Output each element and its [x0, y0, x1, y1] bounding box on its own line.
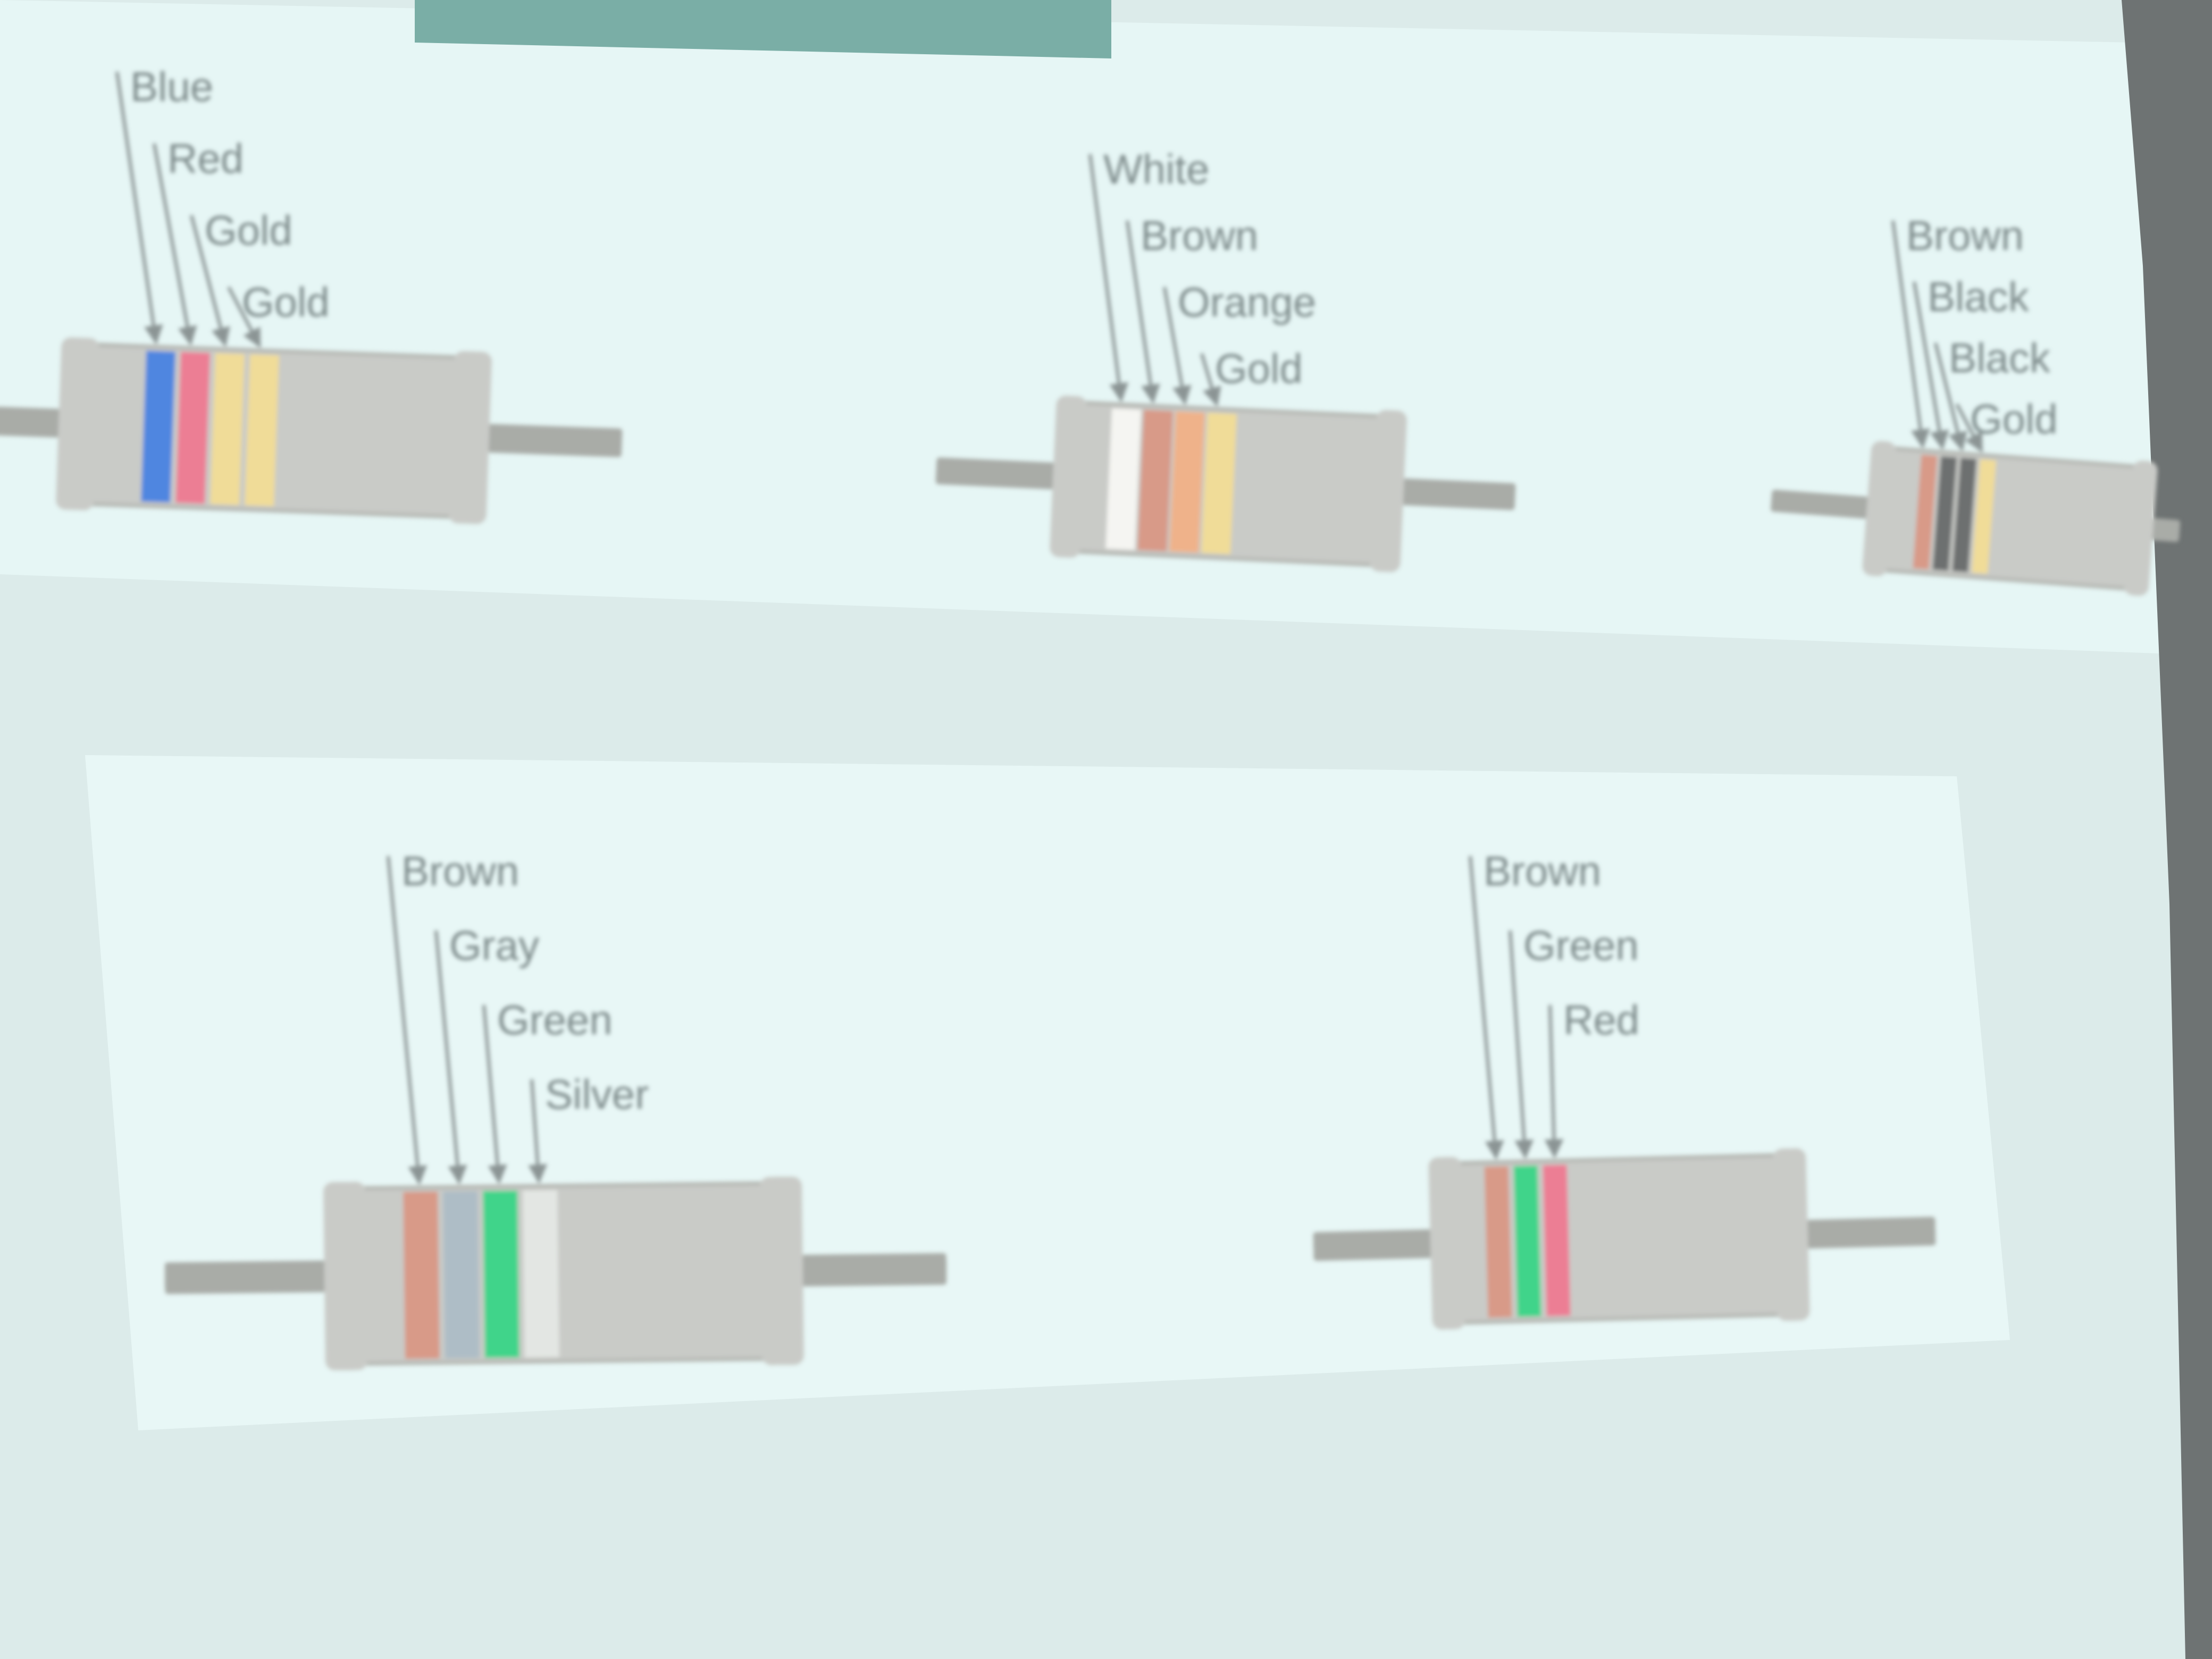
band-label: Orange: [1178, 279, 1316, 325]
band-label: Blue: [130, 63, 213, 110]
band-black: [1952, 457, 1977, 573]
band-label: Gold: [1215, 345, 1303, 392]
band-gold: [1201, 413, 1237, 555]
band-arrow: [387, 856, 428, 1185]
resistor-lead-left: [1771, 490, 1883, 520]
resistor-cap-left: [1862, 441, 1896, 576]
resistor-cap-right: [759, 1176, 804, 1365]
band-silver: [523, 1190, 559, 1358]
band-arrow: [153, 143, 197, 346]
resistor-lead-right: [1791, 1217, 1936, 1249]
band-orange: [1169, 411, 1205, 553]
band-red: [175, 351, 211, 504]
band-label: Red: [167, 135, 244, 182]
resistor-cap-right: [1370, 410, 1407, 572]
resistor-cap-right: [1773, 1148, 1810, 1321]
band-gold: [1972, 459, 1997, 574]
band-arrow: [1955, 403, 1983, 453]
band-arrow: [1509, 930, 1534, 1159]
band-gray: [443, 1191, 480, 1359]
band-arrow: [1200, 353, 1221, 407]
band-label: Green: [1523, 922, 1639, 969]
band-label: Brown: [1484, 848, 1601, 894]
band-arrow: [1913, 281, 1949, 450]
resistor-cap-right: [448, 351, 492, 524]
band-label: Gray: [449, 922, 539, 969]
band-white: [1105, 408, 1142, 550]
band-label: Black: [1949, 334, 2051, 381]
band-arrow: [1163, 287, 1192, 406]
screen-edge: [2122, 0, 2212, 1659]
band-green: [1513, 1165, 1541, 1317]
band-arrow: [227, 286, 262, 348]
resistor-cap-left: [323, 1182, 368, 1371]
band-arrow: [1088, 154, 1129, 403]
band-arrow: [1544, 1004, 1564, 1159]
band-brown: [1913, 455, 1938, 569]
band-label: Gold: [205, 207, 292, 254]
band-arrow: [190, 215, 230, 347]
resistor-lead-right: [786, 1253, 947, 1287]
band-label: Gold: [242, 279, 330, 325]
resistor-cap-left: [1050, 396, 1087, 558]
resistor-lead-left: [164, 1260, 341, 1294]
resistor-lead-right: [473, 423, 623, 457]
resistor-lead-left: [1313, 1229, 1447, 1261]
resistor-body: [1866, 446, 2154, 591]
band-label: Black: [1928, 273, 2030, 320]
band-blue: [141, 350, 176, 503]
resistor-lead-right: [1387, 477, 1516, 510]
band-label: Gold: [1970, 396, 2058, 442]
band-gold: [245, 354, 279, 507]
teal-header-bar: [415, 0, 1111, 58]
band-arrow: [1469, 856, 1504, 1160]
band-gold: [210, 353, 245, 505]
band-red: [1543, 1164, 1571, 1317]
band-label: Silver: [545, 1071, 649, 1118]
band-label: Brown: [401, 848, 519, 894]
resistor-lead-left: [0, 406, 75, 438]
band-label: White: [1103, 146, 1209, 192]
band-arrow: [115, 71, 163, 345]
band-label: Red: [1563, 996, 1639, 1043]
band-arrow: [1934, 342, 1967, 452]
top-panel: [0, 0, 2175, 654]
band-brown: [1137, 409, 1174, 551]
resistor-cap-left: [56, 337, 99, 510]
band-green: [483, 1191, 520, 1358]
band-brown: [403, 1191, 440, 1359]
resistor-cap-left: [1428, 1157, 1465, 1330]
resistor-body: [326, 1181, 801, 1366]
band-arrow: [1126, 220, 1160, 404]
band-arrow: [1891, 220, 1930, 449]
band-black: [1932, 456, 1957, 571]
band-label: Brown: [1141, 212, 1258, 259]
resistor-cap-right: [2124, 460, 2158, 596]
band-arrow: [528, 1079, 548, 1184]
band-label: Green: [497, 996, 613, 1043]
resistor-lead-left: [935, 457, 1070, 490]
band-arrow: [434, 930, 467, 1185]
band-arrow: [482, 1004, 507, 1184]
band-label: Brown: [1906, 212, 2024, 259]
band-brown: [1484, 1166, 1512, 1318]
